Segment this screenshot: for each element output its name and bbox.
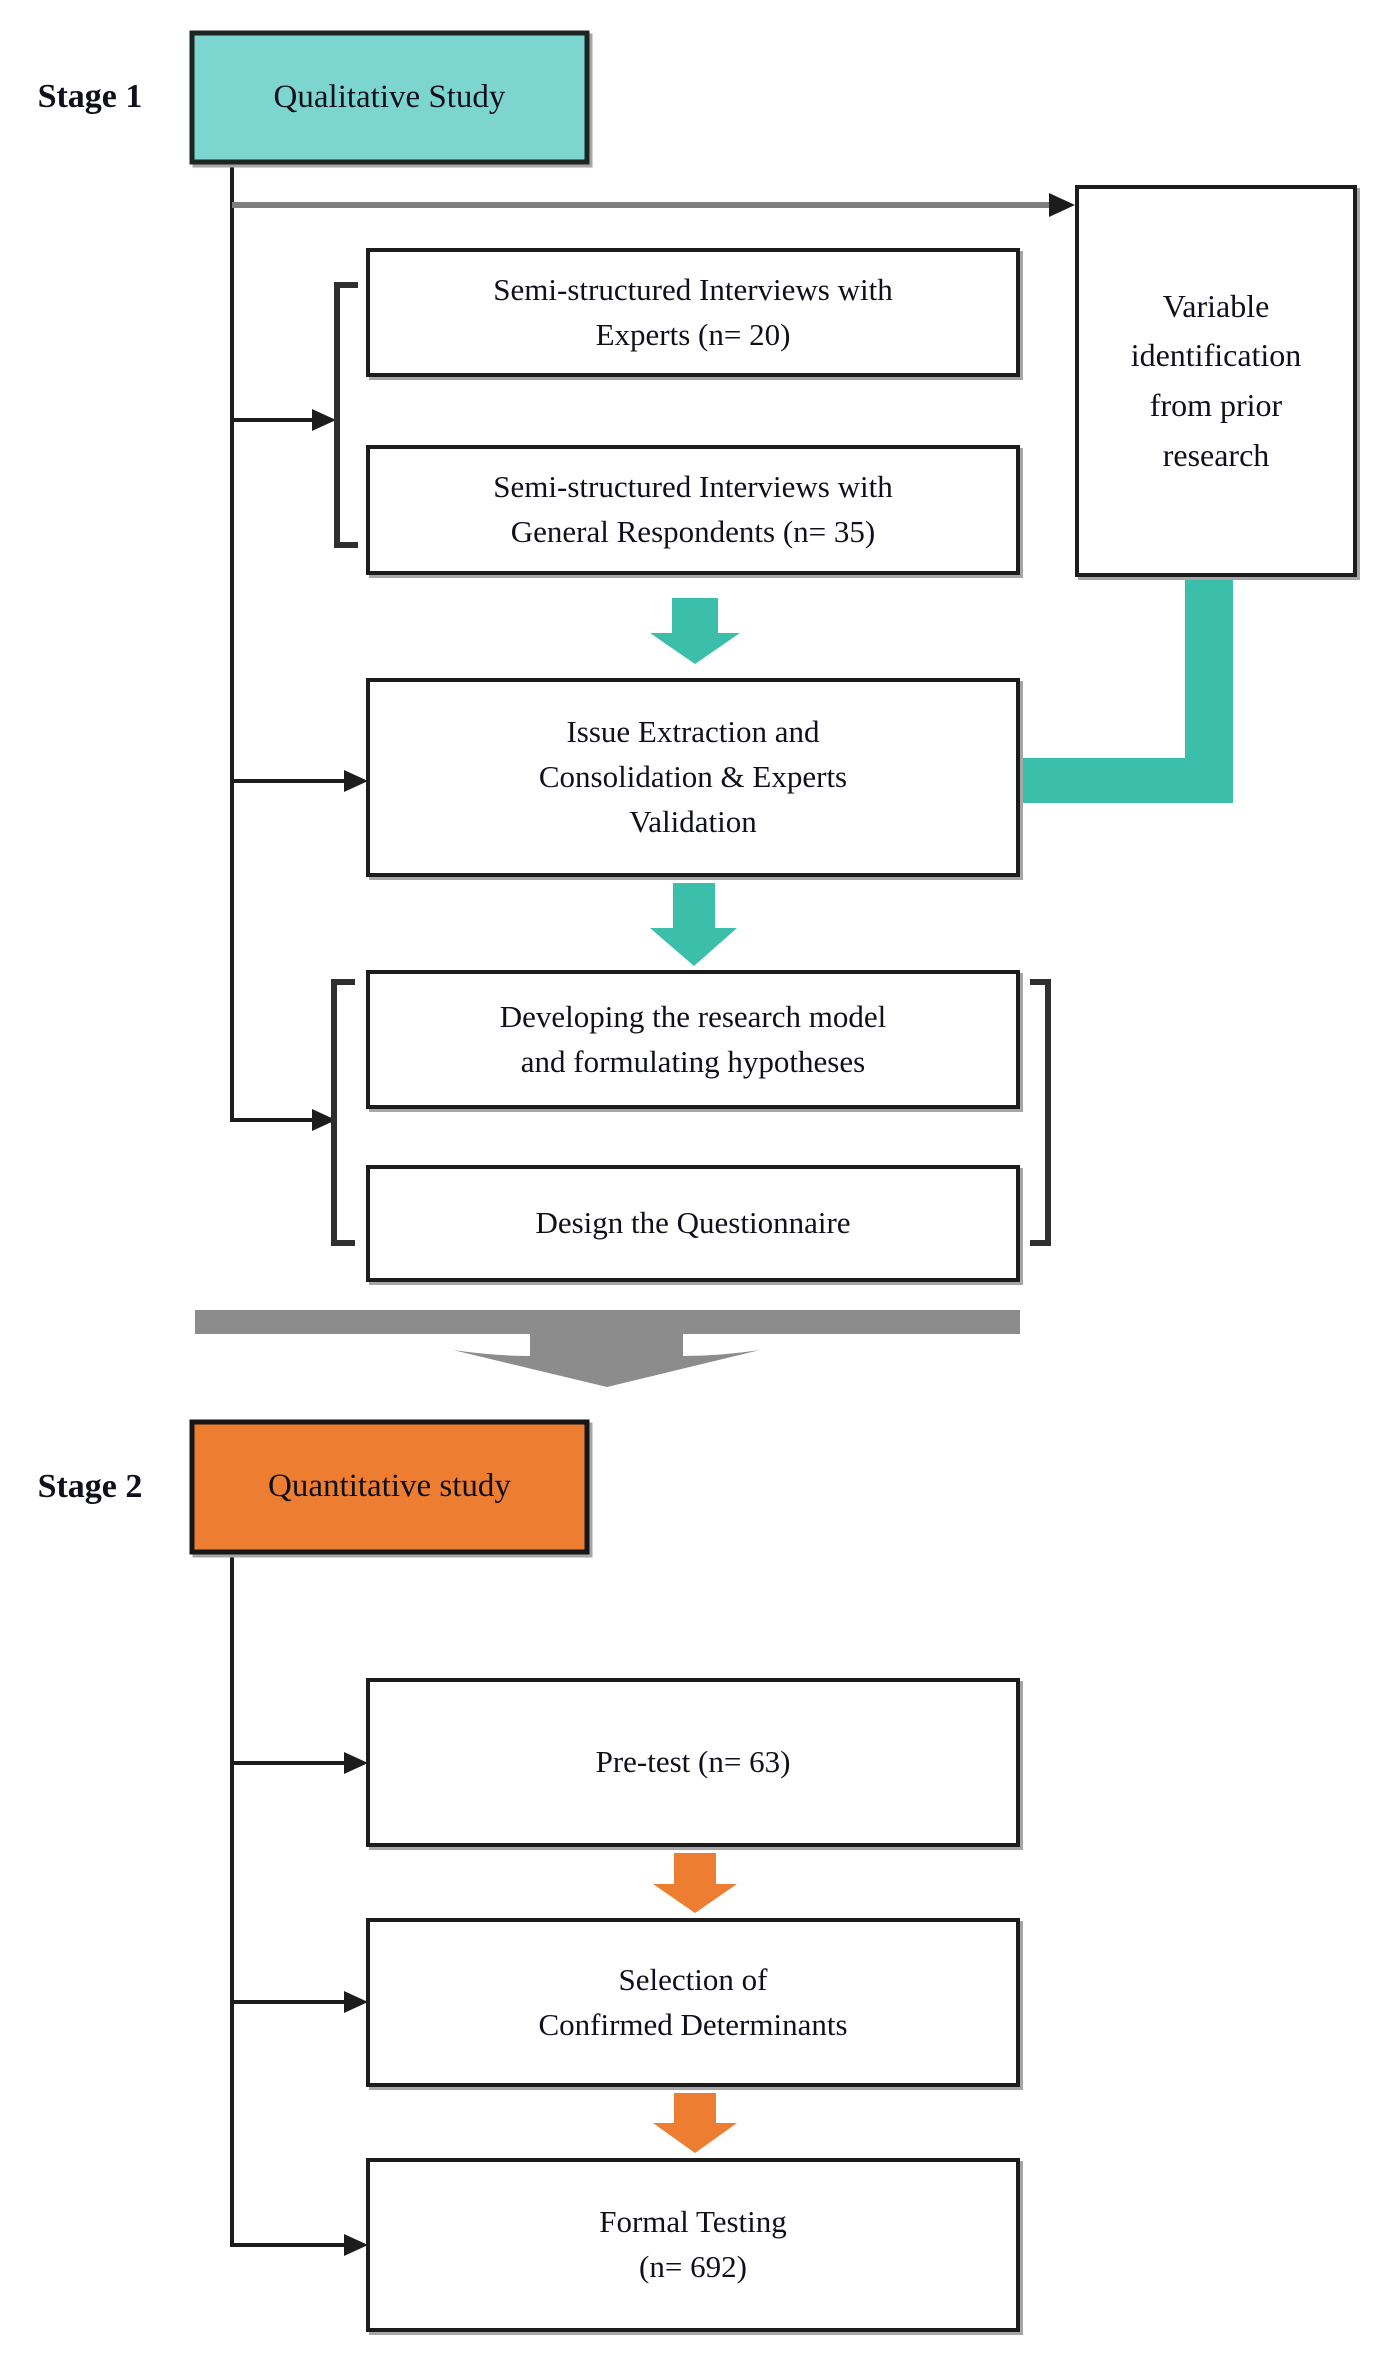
developing-box-label: Developing the research model and formul… bbox=[499, 998, 887, 1079]
experts-box-shape bbox=[366, 248, 1020, 377]
stage1-box-title: Qualitative Study bbox=[273, 78, 506, 115]
stage1-label: Stage 1 bbox=[37, 77, 143, 115]
experts-box-label: Semi-structured Interviews with Experts … bbox=[493, 271, 893, 352]
stage1-box-shape bbox=[189, 30, 590, 165]
pretest-arrowhead-icon bbox=[344, 1752, 368, 1774]
developing-arrowhead-icon bbox=[312, 1109, 336, 1131]
pretest-box-label: Pre-test (n= 63) bbox=[595, 1744, 791, 1780]
variable-box-label: Variable identification from prior resea… bbox=[1130, 287, 1302, 473]
teal-down-arrow-2 bbox=[650, 883, 737, 966]
stage2-label: Stage 2 bbox=[37, 1467, 143, 1505]
selection-arrowhead-icon bbox=[344, 1991, 368, 2013]
respondents-box-label: Semi-structured Interviews with General … bbox=[493, 469, 893, 549]
orange-down-arrow-1 bbox=[653, 1853, 737, 1913]
formal-box-label: Formal Testing (n= 692) bbox=[599, 2204, 787, 2284]
orange-down-arrow-2 bbox=[653, 2093, 737, 2153]
gray-divider-bar bbox=[195, 1310, 1020, 1334]
gray-divider-arrowhead bbox=[453, 1334, 760, 1387]
variable-to-issue-connector bbox=[1018, 575, 1233, 803]
developing-box-shape bbox=[366, 970, 1020, 1109]
issue-box-label: Issue Extraction and Consolidation & Exp… bbox=[538, 714, 848, 839]
design-box-label: Design the Questionnaire bbox=[535, 1205, 851, 1241]
issue-arrowhead-icon bbox=[344, 770, 368, 792]
developing-left-bracket bbox=[331, 979, 355, 1246]
variable-arrowhead-icon bbox=[1049, 193, 1075, 217]
interviews-left-bracket bbox=[334, 282, 358, 548]
interviews-arrowhead-icon bbox=[312, 409, 336, 431]
stage2-box-title: Quantitative study bbox=[268, 1468, 511, 1505]
variable-box-shape bbox=[1075, 185, 1357, 577]
issue-box-shape bbox=[366, 678, 1020, 877]
formal-arrowhead-icon bbox=[344, 2234, 368, 2256]
teal-down-arrow-1 bbox=[650, 598, 740, 664]
selection-box-label: Selection of Confirmed Determinants bbox=[538, 1961, 848, 2042]
pretest-box-shape bbox=[366, 1678, 1020, 1847]
selection-box-shape bbox=[366, 1918, 1020, 2087]
formal-box-shape bbox=[366, 2158, 1020, 2332]
design-box-shape bbox=[366, 1165, 1020, 1282]
respondents-box-shape bbox=[366, 445, 1020, 575]
developing-right-bracket bbox=[1030, 979, 1051, 1246]
stage2-box-shape bbox=[189, 1419, 590, 1555]
